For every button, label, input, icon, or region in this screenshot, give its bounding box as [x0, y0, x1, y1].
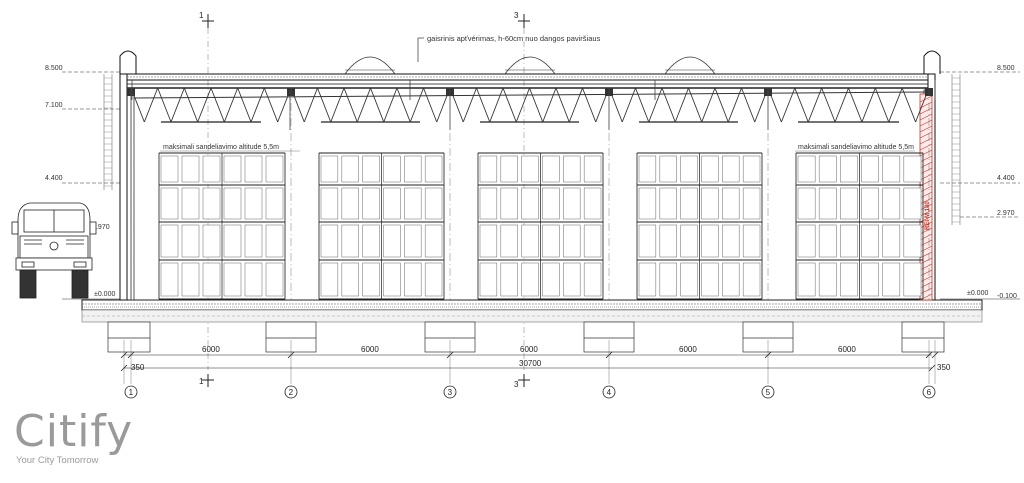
- axis-label: 6: [927, 388, 932, 397]
- fire-wall: REI-M 180: [919, 93, 933, 301]
- brand-logo: Citify Your City Tomorrow: [14, 406, 154, 467]
- level-label: ±0.000: [94, 291, 115, 298]
- truck-icon: [11, 202, 97, 299]
- ground-slab: [81, 299, 983, 323]
- brand-tagline: Your City Tomorrow: [16, 455, 99, 466]
- axis-label: 1: [129, 388, 134, 397]
- fire-rating-label: REI-M 180: [925, 201, 931, 230]
- section-mark-label: 1: [199, 11, 204, 20]
- level-label: 2.970: [997, 210, 1015, 217]
- level-marks-right: 8.500 4.400 2.970 ±0.000 -0.100: [940, 65, 1020, 300]
- axis-label: 4: [607, 388, 612, 397]
- section-mark-label: 3: [514, 11, 519, 20]
- bay-dimension: 6000: [520, 345, 538, 354]
- brand-name: Citify: [14, 406, 134, 457]
- level-label: 4.400: [45, 175, 63, 182]
- axis-label: 2: [289, 388, 294, 397]
- bay-dimension: 6000: [679, 345, 697, 354]
- section-mark-bottom-center: 3: [514, 374, 530, 389]
- max-height-note-left: maksimali sandeliavimo altitude 5,5m: [163, 144, 279, 151]
- level-label: ±0.000: [967, 290, 988, 297]
- level-label: 8.500: [997, 65, 1015, 72]
- fire-barrier-note: gaisrinis apťvérimas, h-60cm nuo dangos …: [427, 34, 601, 43]
- level-label: 4.400: [997, 175, 1015, 182]
- section-mark-bottom-left: 1: [199, 374, 214, 387]
- grid-axes: 1 2 3 4 5 6: [124, 385, 936, 399]
- bay-dimension: 6000: [202, 345, 220, 354]
- total-dimension: 30700: [519, 359, 542, 368]
- roof-trusses: [127, 80, 936, 130]
- level-marks-left: 8.500 7.100 4.400 +2.970 ±0.000: [45, 65, 120, 300]
- bay-dimension: 6000: [838, 345, 856, 354]
- section-mark-top-center: 3: [514, 11, 530, 28]
- section-mark-top-left: 1: [199, 11, 214, 28]
- storage-racks: [130, 88, 930, 300]
- dimension-chain: 6000 6000 6000 6000 6000 6000 30700 350 …: [120, 340, 951, 384]
- axis-label: 5: [766, 388, 771, 397]
- level-label: 7.100: [45, 102, 63, 109]
- bay-dimension: 6000: [361, 345, 379, 354]
- section-mark-label: 1: [199, 377, 204, 386]
- level-label: -0.100: [997, 293, 1017, 300]
- edge-dimension-left: 350: [131, 363, 145, 372]
- max-height-note-right: maksimali sandeliavimo altitude 5,5m: [798, 144, 914, 151]
- roof: [126, 56, 929, 85]
- level-label: +2.970: [88, 224, 110, 231]
- axis-label: 3: [448, 388, 453, 397]
- section-mark-label: 3: [514, 380, 519, 389]
- edge-dimension-right: 350: [937, 363, 951, 372]
- level-label: 8.500: [45, 65, 63, 72]
